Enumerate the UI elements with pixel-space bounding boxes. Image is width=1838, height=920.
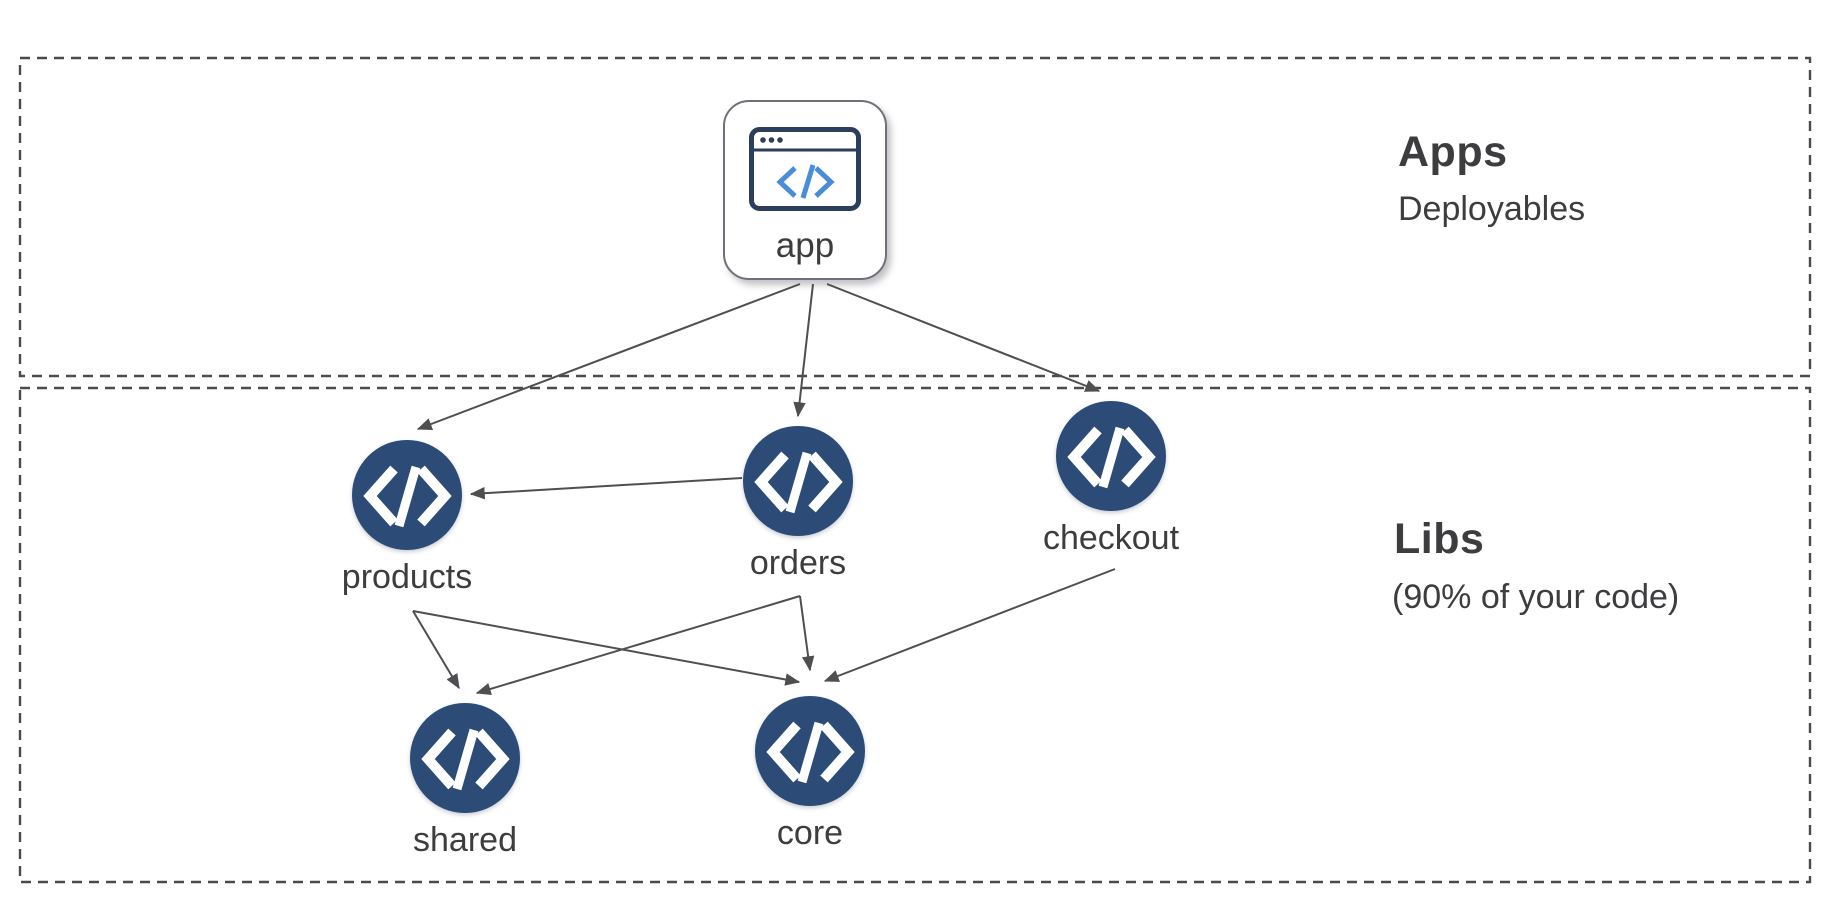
edge-orders-shared (475, 595, 801, 696)
node-label: products (341, 558, 473, 596)
browser-code-icon (749, 127, 861, 211)
node-products: products (342, 439, 472, 594)
node-app: app (723, 100, 887, 280)
node-label: app (775, 226, 835, 265)
edge-app-orders (793, 283, 814, 418)
node-label: checkout (1042, 519, 1180, 557)
libs-section-border (18, 386, 1812, 884)
apps-section-subtitle: Deployables (1398, 190, 1586, 228)
edge-checkout-core (823, 568, 1116, 682)
node-core: core (754, 695, 866, 850)
code-icon (352, 440, 462, 550)
node-label: orders (749, 544, 847, 582)
libs-section-subtitle: (90% of your code) (1392, 578, 1680, 616)
edge-products-shared (412, 610, 460, 690)
apps-section-title: Apps (1398, 128, 1508, 176)
code-icon (755, 696, 865, 806)
edge-products-core (412, 610, 801, 686)
code-icon (1056, 401, 1166, 511)
edge-orders-core (799, 595, 815, 672)
node-label: core (776, 814, 844, 852)
node-label: shared (413, 821, 517, 859)
node-orders: orders (742, 425, 854, 580)
libs-section-title: Libs (1394, 515, 1485, 563)
code-icon (743, 426, 853, 536)
code-icon (410, 703, 520, 813)
node-shared: shared (409, 702, 521, 857)
edge-app-products (416, 283, 801, 430)
edge-orders-products (469, 477, 743, 500)
edge-app-checkout (826, 283, 1101, 392)
node-checkout: checkout (1043, 400, 1179, 555)
